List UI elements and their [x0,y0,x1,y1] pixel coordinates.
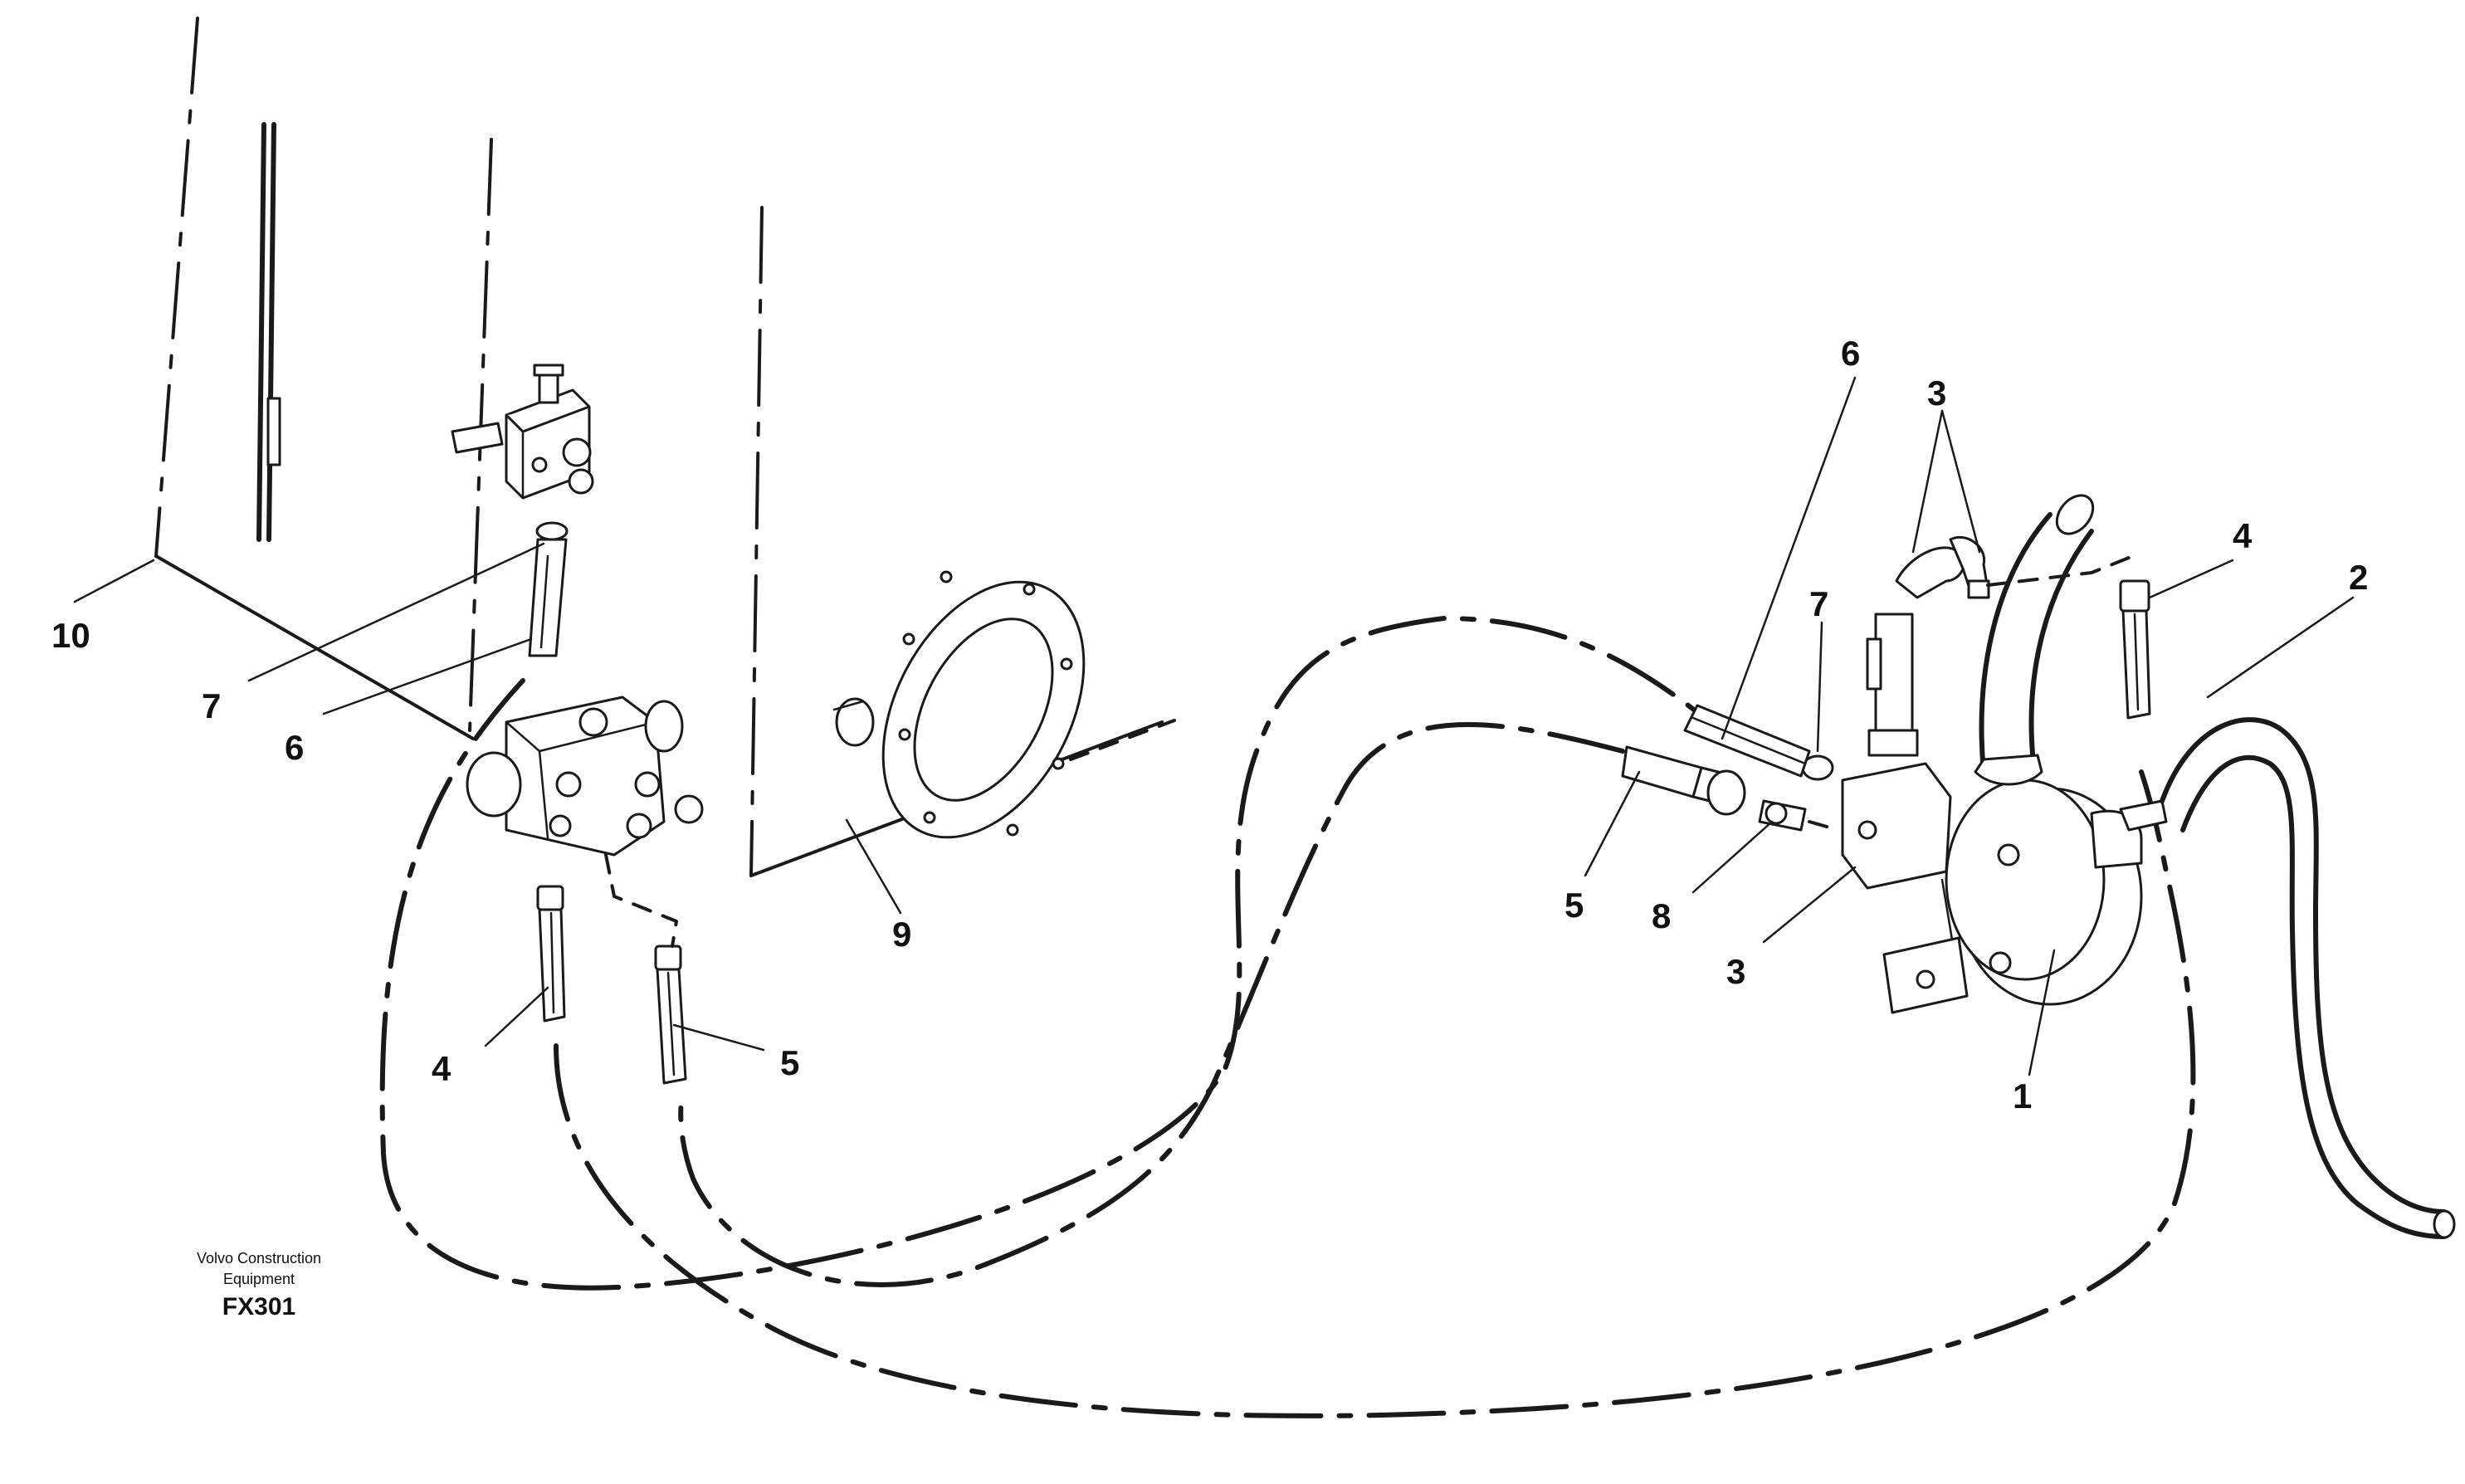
hose-4-left [536,885,566,1023]
hose-5-left [604,853,687,1085]
callout-1: 1 [2013,1076,2032,1115]
volvo-watermark: Volvo Construction Equipment FX301 [197,1250,321,1320]
tank-port [832,697,875,747]
callout-6-left: 6 [285,728,304,767]
lower-valve-block [466,696,704,857]
hose-4-right [2119,579,2151,720]
callout-4-right: 4 [2233,516,2253,555]
callout-2: 2 [2349,558,2368,597]
watermark-line-1: Volvo Construction [197,1250,321,1267]
hydraulic-tank [749,206,1176,877]
callout-7-right: 7 [1809,584,1828,623]
callout-9: 9 [892,915,911,954]
hose-routing [379,616,2196,1418]
callout-8: 8 [1652,896,1671,935]
pump-assembly [1621,494,2168,1014]
callout-10: 10 [51,616,90,655]
callout-labels: 10 7 6 9 4 5 6 3 7 5 8 3 1 4 2 [51,334,2368,1115]
upper-valve-block [451,364,594,657]
callout-6-right: 6 [1841,334,1860,373]
tank-flange [881,570,1086,839]
callout-3-bottom: 3 [1726,952,1745,991]
suction-hose-2 [2160,717,2456,1239]
leader-lines [73,376,2355,1076]
watermark-line-2: Equipment [223,1271,295,1287]
callout-3-top: 3 [1927,373,1946,412]
callout-7-left: 7 [202,686,221,725]
callout-5-left: 5 [780,1043,799,1082]
callout-5-right: 5 [1564,886,1584,925]
watermark-code: FX301 [222,1293,295,1320]
callout-4-left: 4 [432,1049,452,1088]
cab-frame [154,17,493,740]
